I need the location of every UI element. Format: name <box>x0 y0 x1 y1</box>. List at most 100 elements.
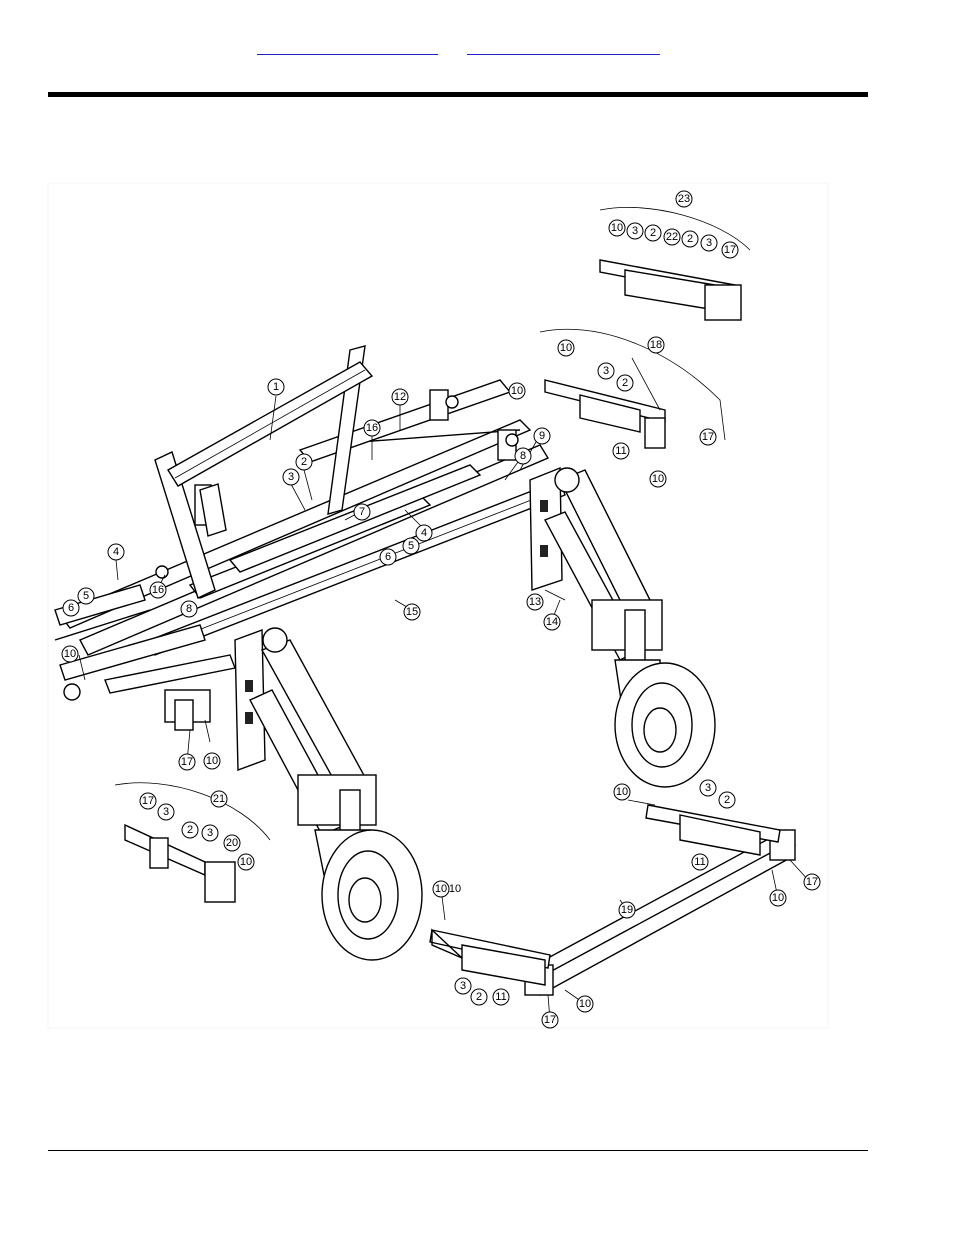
svg-text:20: 20 <box>226 837 238 849</box>
callout-11: 11 <box>692 854 708 870</box>
callout-7: 7 <box>354 504 370 520</box>
svg-text:2: 2 <box>187 824 193 836</box>
callout-12: 12 <box>392 389 408 405</box>
svg-text:10: 10 <box>772 892 784 904</box>
svg-text:13: 13 <box>529 596 541 608</box>
callout-17: 17 <box>804 874 820 890</box>
toolbar-19 <box>525 830 795 995</box>
callout-3: 3 <box>202 825 218 841</box>
callout-22: 22 <box>664 229 680 245</box>
callout-2: 2 <box>617 375 633 391</box>
svg-text:2: 2 <box>622 377 628 389</box>
svg-text:10: 10 <box>435 883 447 895</box>
callout-16: 16 <box>150 582 166 598</box>
callout-6: 6 <box>380 549 396 565</box>
svg-text:11: 11 <box>495 991 506 1003</box>
callout-17: 17 <box>542 1012 558 1028</box>
callout-4: 4 <box>108 544 124 560</box>
callout-10: 10 <box>509 383 525 399</box>
callout-3: 3 <box>627 223 643 239</box>
svg-text:12: 12 <box>394 391 406 403</box>
svg-text:16: 16 <box>152 584 164 596</box>
callout-10: 10 <box>204 753 220 769</box>
callout-3: 3 <box>283 469 299 485</box>
svg-text:2: 2 <box>724 794 730 806</box>
svg-text:10: 10 <box>240 856 252 868</box>
mid-stabilizer <box>646 805 780 855</box>
svg-text:10: 10 <box>652 473 664 485</box>
kit-21 <box>115 783 270 902</box>
bottom-stabilizer <box>430 930 550 985</box>
left-stabilizer <box>105 655 235 730</box>
svg-text:4: 4 <box>421 527 427 539</box>
callout-3: 3 <box>455 978 471 994</box>
svg-text:3: 3 <box>705 782 711 794</box>
svg-text:2: 2 <box>301 456 307 468</box>
callout-10: 10 <box>770 890 786 906</box>
callout-5: 5 <box>78 588 94 604</box>
svg-text:4: 4 <box>113 546 119 558</box>
callout-16: 16 <box>364 420 380 436</box>
svg-text:14: 14 <box>546 616 558 628</box>
svg-text:3: 3 <box>163 806 169 818</box>
svg-text:7: 7 <box>359 506 365 518</box>
callout-2: 2 <box>182 822 198 838</box>
callout-10: 10 <box>577 996 593 1012</box>
svg-text:3: 3 <box>288 471 294 483</box>
callout-10: 10 <box>433 881 449 897</box>
callout-2: 2 <box>471 989 487 1005</box>
svg-text:10: 10 <box>616 786 628 798</box>
callout-5: 5 <box>403 538 419 554</box>
svg-text:17: 17 <box>181 756 193 768</box>
callout-3: 3 <box>598 363 614 379</box>
callout-2: 2 <box>296 454 312 470</box>
callout-2: 2 <box>645 225 661 241</box>
callout-3: 3 <box>158 804 174 820</box>
svg-text:21: 21 <box>213 793 225 805</box>
callout-9: 9 <box>534 428 550 444</box>
callout-15: 15 <box>404 604 420 620</box>
callout-6: 6 <box>63 600 79 616</box>
svg-text:17: 17 <box>702 431 714 443</box>
svg-text:2: 2 <box>650 227 656 239</box>
callout-17: 17 <box>722 242 738 258</box>
callout-10: 10 <box>558 340 574 356</box>
callout-4: 4 <box>416 525 432 541</box>
svg-text:3: 3 <box>632 225 638 237</box>
callout-2: 2 <box>682 231 698 247</box>
callout-10: 10 <box>650 471 666 487</box>
svg-text:17: 17 <box>724 244 736 256</box>
svg-text:3: 3 <box>603 365 609 377</box>
callout-21: 21 <box>211 791 227 807</box>
svg-text:3: 3 <box>460 980 466 992</box>
svg-text:3: 3 <box>706 237 712 249</box>
callout-17: 17 <box>179 754 195 770</box>
callout-20: 20 <box>224 835 240 851</box>
svg-text:10: 10 <box>560 342 572 354</box>
svg-text:9: 9 <box>539 430 545 442</box>
callout-23: 23 <box>676 191 692 207</box>
callout-8: 8 <box>181 601 197 617</box>
callout-10: 10 <box>238 854 254 870</box>
callout-8: 8 <box>515 448 531 464</box>
svg-text:17: 17 <box>142 795 154 807</box>
svg-text:8: 8 <box>520 450 526 462</box>
svg-text:10: 10 <box>611 222 623 234</box>
callout-1: 1 <box>268 379 284 395</box>
svg-text:2: 2 <box>476 991 482 1003</box>
svg-text:17: 17 <box>544 1014 556 1026</box>
svg-text:22: 22 <box>666 231 678 243</box>
svg-text:10: 10 <box>449 883 461 895</box>
callout-10: 10 <box>62 646 78 662</box>
svg-text:8: 8 <box>186 603 192 615</box>
svg-text:5: 5 <box>83 590 89 602</box>
svg-text:10: 10 <box>579 998 591 1010</box>
svg-text:16: 16 <box>366 422 378 434</box>
svg-text:15: 15 <box>406 606 418 618</box>
svg-text:6: 6 <box>68 602 74 614</box>
svg-text:18: 18 <box>650 339 662 351</box>
svg-text:6: 6 <box>385 551 391 563</box>
callout-13: 13 <box>527 594 543 610</box>
callout-10: 10 <box>449 883 461 895</box>
